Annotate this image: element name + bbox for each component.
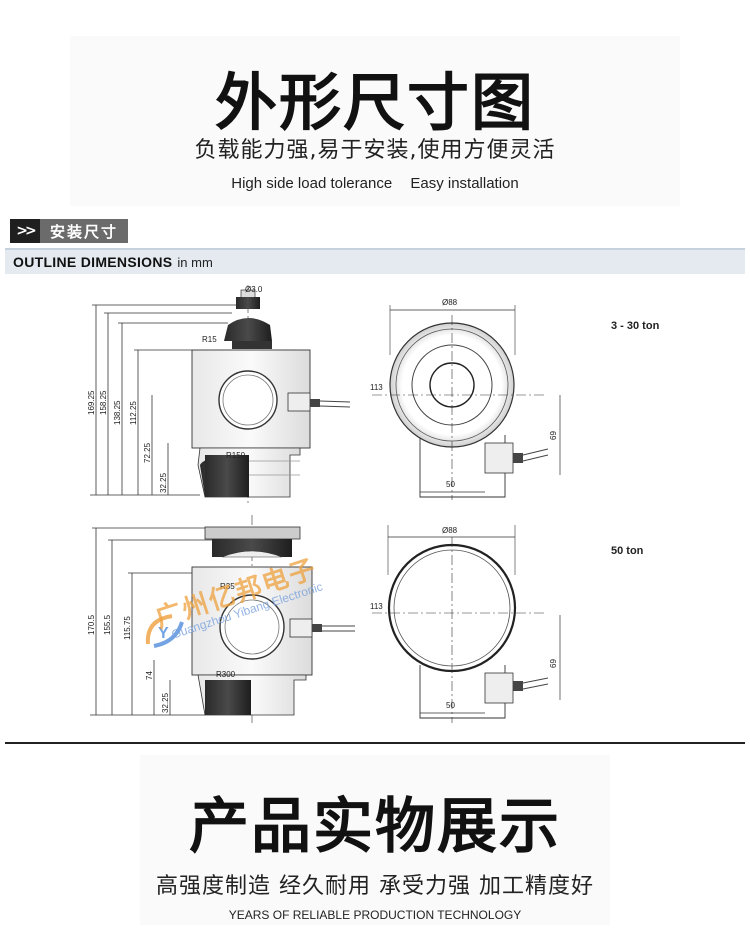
dim-r35: R35 — [220, 582, 235, 591]
plan-view-1 — [372, 305, 561, 500]
dim-plan-height-1: 69 — [549, 431, 558, 440]
side-view-1 — [90, 285, 351, 503]
dim-170-5: 170.5 — [87, 614, 96, 635]
technical-drawing: Ø3.0 R15 R150 169.25 158.25 138.25 112.2… — [87, 285, 660, 723]
dim-plan-dia-1: Ø88 — [442, 298, 458, 307]
dim-plan-width-1: 113 — [370, 383, 383, 392]
subtitle-en-1: High side load tolerance — [231, 175, 393, 192]
dim-155-5: 155.5 — [103, 614, 112, 635]
divider — [5, 742, 745, 744]
dim-158-25: 158.25 — [99, 390, 108, 415]
dim-r150: R150 — [226, 451, 246, 460]
side-view-2 — [90, 515, 355, 723]
outline-dimensions-label: OUTLINE DIMENSIONS — [13, 254, 173, 270]
capacity-label-2: 50 ton — [611, 545, 644, 557]
section-tag: >> 安装尺寸 — [10, 219, 129, 243]
dim-115-75: 115.75 — [123, 616, 132, 640]
capacity-label-1: 3 - 30 ton — [611, 320, 660, 332]
section2-subtitle-en: YEARS OF RELIABLE PRODUCTION TECHNOLOGY — [228, 908, 522, 922]
svg-text:Y: Y — [158, 625, 169, 642]
dim-plan-dia-2: Ø88 — [442, 526, 458, 535]
double-chevron-icon: >> — [10, 219, 40, 243]
dim-top-dia-1: Ø3.0 — [245, 285, 263, 294]
dim-plan-bottom-1: 50 — [446, 480, 455, 489]
dim-72-25: 72.25 — [143, 442, 152, 463]
section-tag-label: 安装尺寸 — [40, 219, 129, 243]
dim-r15: R15 — [202, 335, 217, 344]
dim-32-25: 32.25 — [159, 472, 168, 493]
dim-138-25: 138.25 — [113, 400, 122, 425]
plan-view-2 — [372, 525, 561, 723]
outline-dimensions-bar: OUTLINE DIMENSIONS in mm — [5, 248, 745, 274]
subtitle-en-2: Easy installation — [410, 175, 519, 192]
subtitle-en: High side load tolerance Easy installati… — [0, 175, 750, 192]
section2-subtitle-cn: 高强度制造 经久耐用 承受力强 加工精度好 — [156, 874, 594, 899]
dim-plan-height-2: 69 — [549, 659, 558, 668]
dim-169-25: 169.25 — [87, 390, 96, 415]
dim-plan-bottom-2: 50 — [446, 701, 455, 710]
dim-74: 74 — [145, 671, 154, 680]
dim-112-25: 112.25 — [129, 401, 138, 425]
header-panel — [70, 36, 680, 206]
header-panel-2 — [140, 755, 610, 925]
brand-logo-icon: Y — [145, 614, 184, 648]
dim-r300: R300 — [216, 670, 236, 679]
page-title: 外形尺寸图 — [214, 66, 535, 139]
section2-title: 产品实物展示 — [189, 792, 561, 862]
units-label: in mm — [177, 254, 213, 270]
dim-32-25-b: 32.25 — [161, 692, 170, 713]
subtitle-cn: 负载能力强,易于安装,使用方便灵活 — [194, 138, 556, 163]
dim-plan-width-2: 113 — [370, 602, 383, 611]
